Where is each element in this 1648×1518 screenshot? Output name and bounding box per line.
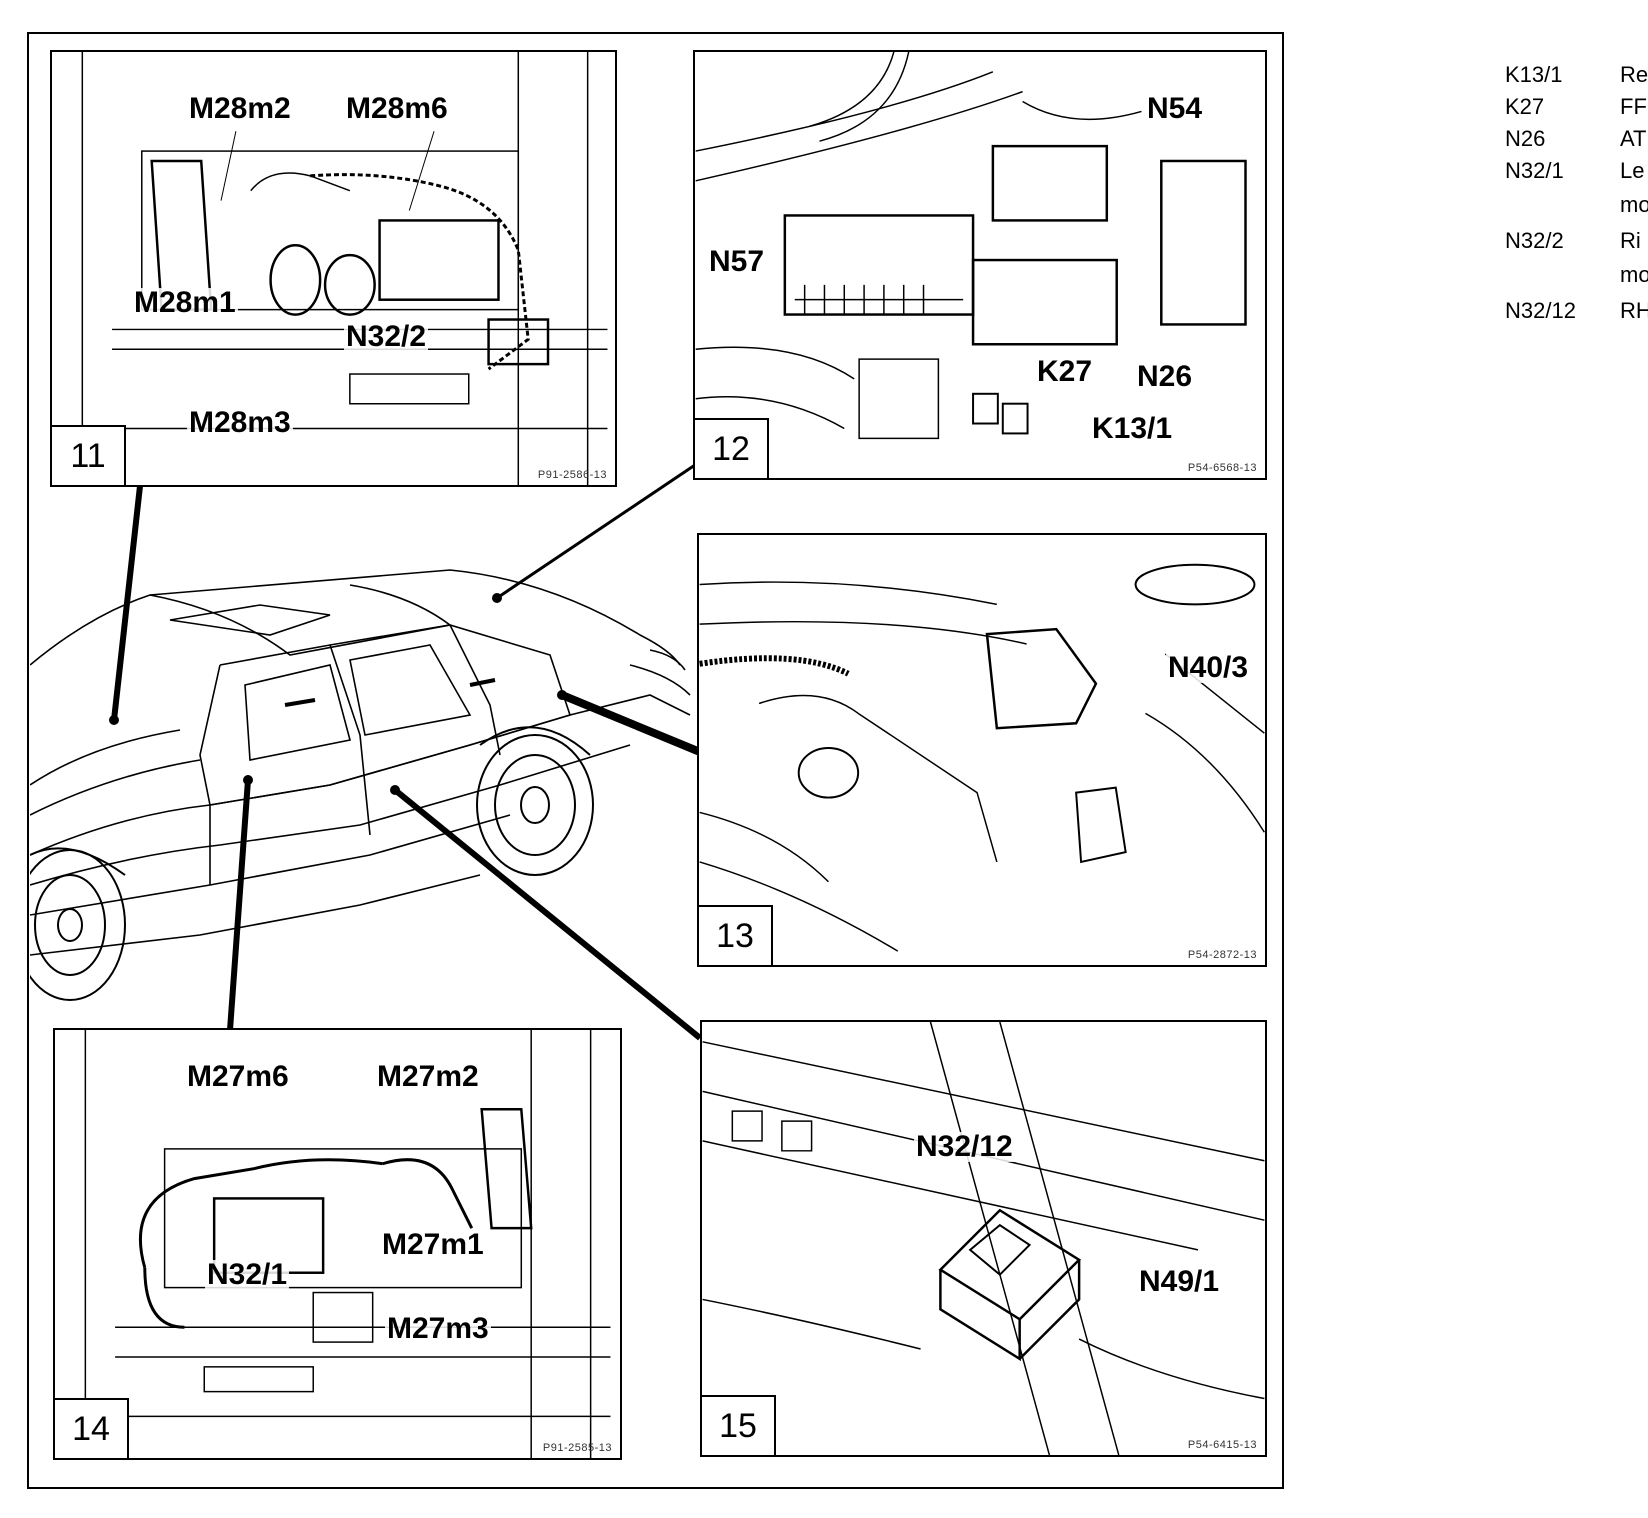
label-n32-2: N32/2: [344, 320, 429, 353]
legend-desc: Ri: [1620, 228, 1641, 253]
label-m27m6: M27m6: [185, 1060, 291, 1093]
label-m28m2: M28m2: [187, 92, 293, 125]
panel-number: 15: [702, 1395, 776, 1455]
label-n32-12: N32/12: [914, 1130, 1015, 1163]
legend-desc-continued: mo: [1620, 262, 1648, 287]
figure-code: P54-2872-13: [1187, 949, 1257, 961]
panel-11: M28m2 M28m6 M28m1 N32/2 M28m3 11 P91-258…: [50, 50, 617, 487]
panel-14: M27m6 M27m2 N32/1 M27m1 M27m3 14 P91-258…: [53, 1028, 622, 1460]
legend-desc: RH: [1620, 298, 1648, 323]
panel-number: 13: [699, 905, 773, 965]
legend-desc: Le: [1620, 158, 1645, 183]
label-m27m2: M27m2: [375, 1060, 481, 1093]
label-n40-3: N40/3: [1166, 651, 1251, 684]
panel-13: N40/3 13 P54-2872-13: [697, 533, 1267, 967]
label-k13-1: K13/1: [1090, 412, 1175, 445]
label-n57: N57: [707, 245, 767, 278]
panel-15: N32/12 N49/1 15 P54-6415-13: [700, 1020, 1267, 1457]
legend-desc: AT: [1620, 126, 1647, 151]
panel-number: 14: [55, 1398, 129, 1458]
label-m27m3: M27m3: [385, 1312, 491, 1345]
legend-code: N32/2: [1505, 228, 1564, 253]
legend-code: N32/12: [1505, 298, 1576, 323]
legend-code: N26: [1505, 126, 1546, 151]
component-legend: K13/1 Re K27 FF N26 AT N32/1 Le mo N32/2…: [1505, 30, 1648, 300]
label-n54: N54: [1145, 92, 1205, 125]
trunk-module-illustration: [699, 563, 1265, 952]
control-modules-illustration: [695, 52, 1247, 440]
label-n49-1: N49/1: [1137, 1265, 1222, 1298]
figure-code: P91-2586-13: [537, 469, 607, 481]
label-m27m1: M27m1: [380, 1228, 486, 1261]
label-n26: N26: [1135, 360, 1195, 393]
label-m28m3: M28m3: [187, 406, 293, 439]
panel-number: 11: [52, 425, 126, 485]
panel-12: N54 N57 K27 N26 K13/1 12 P54-6568-13: [693, 50, 1267, 480]
seat-motor-assembly-illustration: [81, 52, 608, 485]
figure-code: P54-6415-13: [1187, 1439, 1257, 1451]
figure-code: P54-6568-13: [1187, 462, 1257, 474]
legend-code: N32/1: [1505, 158, 1564, 183]
label-m28m6: M28m6: [344, 92, 450, 125]
legend-desc: FF: [1620, 94, 1647, 119]
label-k27: K27: [1035, 355, 1095, 388]
component-legend-last: N32/12 RH: [1505, 298, 1648, 338]
figure-code: P91-2585-13: [542, 1442, 612, 1454]
legend-desc-continued: mo: [1620, 192, 1648, 217]
legend-code: K13/1: [1505, 62, 1563, 87]
under-seat-module-illustration: [702, 1022, 1265, 1455]
sedan-illustration: [30, 569, 691, 1001]
seat-motor-assembly-illustration: [84, 1030, 611, 1458]
panel-number: 12: [695, 418, 769, 478]
legend-code: K27: [1505, 94, 1545, 119]
diagram-frame: [27, 32, 1284, 1489]
legend-desc: Re: [1620, 62, 1648, 87]
label-n32-1: N32/1: [205, 1258, 290, 1291]
label-m28m1: M28m1: [132, 286, 238, 319]
